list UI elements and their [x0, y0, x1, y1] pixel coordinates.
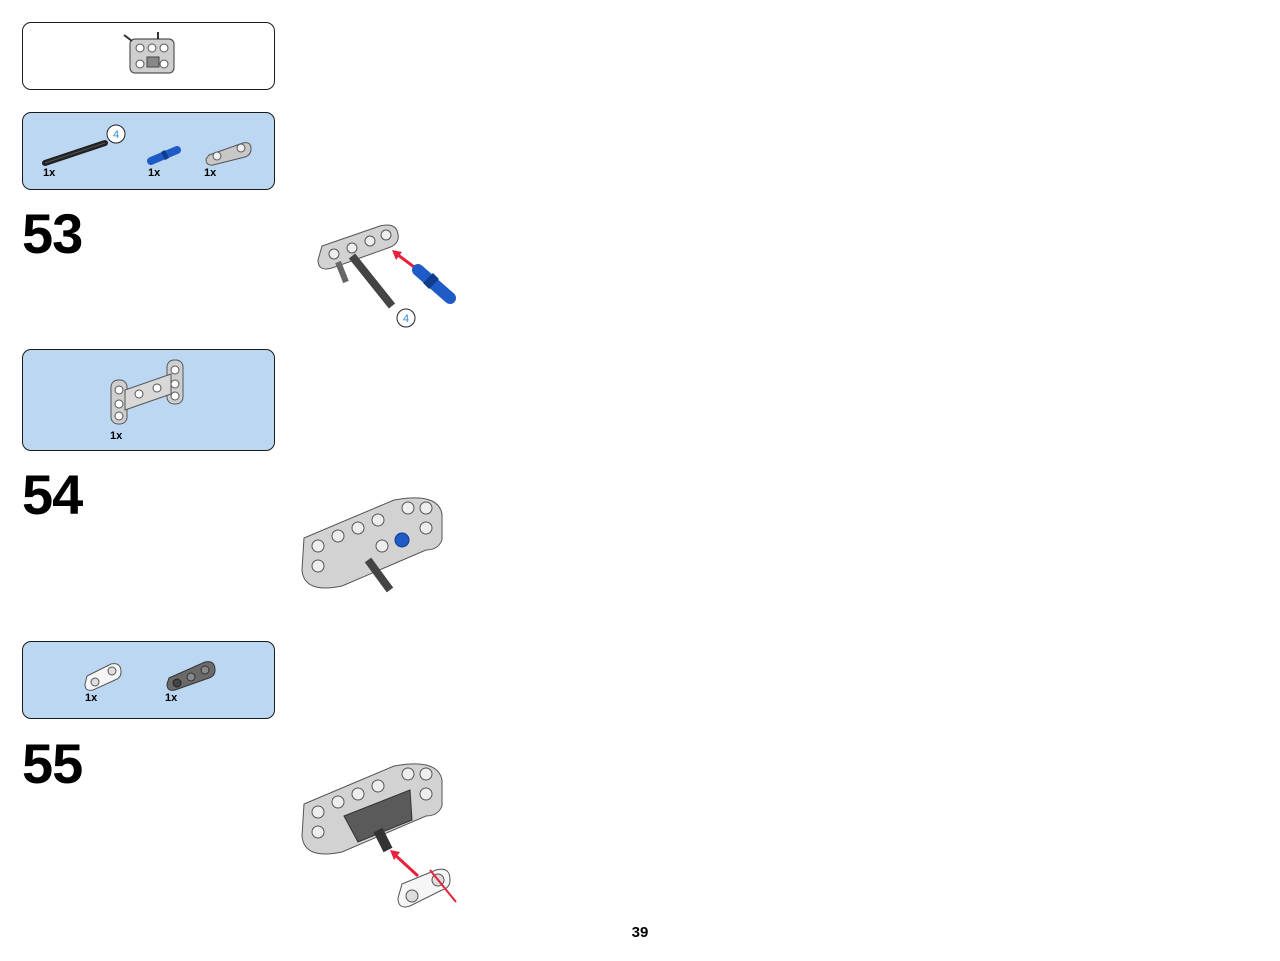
part-qty: 1x: [85, 692, 98, 704]
grey-h-frame-icon: [110, 359, 184, 425]
blue-axle-pin-icon: [147, 146, 181, 165]
black-axle-icon: 4: [42, 124, 126, 166]
step55-assembly-illustration: [301, 763, 457, 908]
dark-grey-beam-connector-icon: [166, 661, 216, 691]
step53-parts-box: 4 1x 1x 1x: [22, 112, 275, 190]
grey-2-hole-beam-icon: [205, 142, 252, 166]
step54-parts-box: 1x: [22, 349, 275, 451]
step55-parts-box: 1x 1x: [22, 641, 275, 719]
step54-assembly-illustration: [301, 497, 443, 593]
part-qty: 1x: [43, 167, 56, 179]
subassembly-icon: [123, 32, 175, 74]
part-qty: 1x: [204, 167, 217, 179]
part-qty: 1x: [148, 167, 161, 179]
step-number-53: 53: [22, 202, 83, 265]
part-qty: 1x: [110, 430, 123, 442]
axle-length-callout: 4: [113, 129, 119, 141]
part-qty: 1x: [165, 692, 178, 704]
step-number-54: 54: [22, 463, 83, 526]
axle-length-callout: 4: [403, 313, 409, 325]
subassembly-preview-box: [22, 22, 275, 90]
step53-assembly-illustration: 4: [317, 224, 456, 328]
page-number: 39: [631, 924, 649, 941]
white-cross-connector-icon: [84, 663, 122, 691]
step-number-55: 55: [22, 732, 83, 795]
